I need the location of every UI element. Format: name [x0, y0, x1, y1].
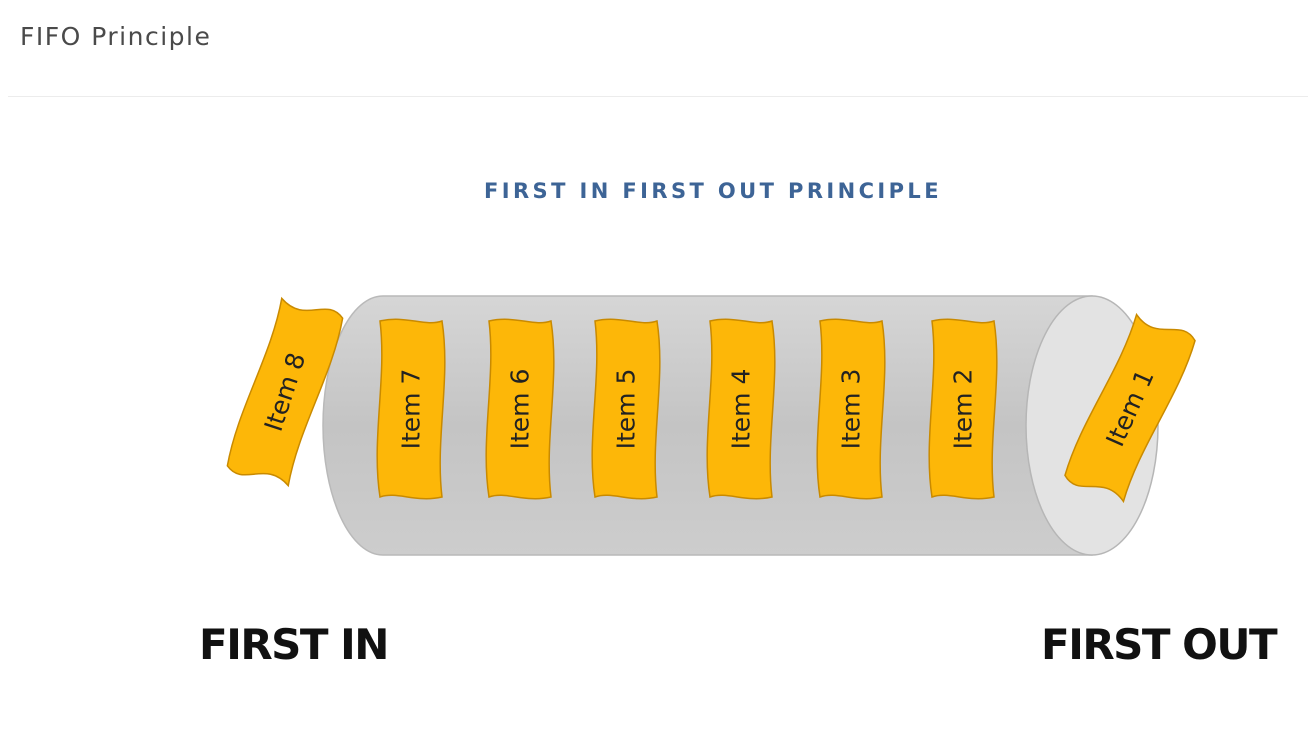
- item-6-label: Item 6: [506, 369, 535, 450]
- item-6-shape: [485, 318, 555, 500]
- item-3: Item 3: [816, 318, 886, 500]
- header-divider: [8, 96, 1308, 97]
- item-5-shape: [591, 318, 661, 500]
- item-2-label: Item 2: [949, 369, 978, 450]
- item-8: Item 8: [226, 296, 344, 488]
- item-3-label: Item 3: [837, 369, 866, 450]
- item-7-label: Item 7: [397, 369, 426, 450]
- item-5: Item 5: [591, 318, 661, 500]
- diagram-title: FIRST IN FIRST OUT PRINCIPLE: [484, 179, 942, 203]
- item-7: Item 7: [376, 318, 446, 500]
- first-out-label: FIRST OUT: [1041, 620, 1278, 669]
- item-4-label: Item 4: [727, 369, 756, 450]
- first-in-label: FIRST IN: [199, 620, 389, 669]
- item-2: Item 2: [928, 318, 998, 500]
- item-6: Item 6: [485, 318, 555, 500]
- item-3-shape: [816, 318, 886, 500]
- item-2-shape: [928, 318, 998, 500]
- item-7-shape: [376, 318, 446, 500]
- item-1: Item 1: [1064, 312, 1196, 504]
- item-8-shape: [226, 296, 344, 488]
- item-5-label: Item 5: [612, 369, 641, 450]
- page-title: FIFO Principle: [20, 22, 212, 51]
- item-4-shape: [706, 318, 776, 500]
- page-header: FIFO Principle: [0, 0, 1311, 96]
- item-4: Item 4: [706, 318, 776, 500]
- item-1-shape: [1064, 312, 1196, 504]
